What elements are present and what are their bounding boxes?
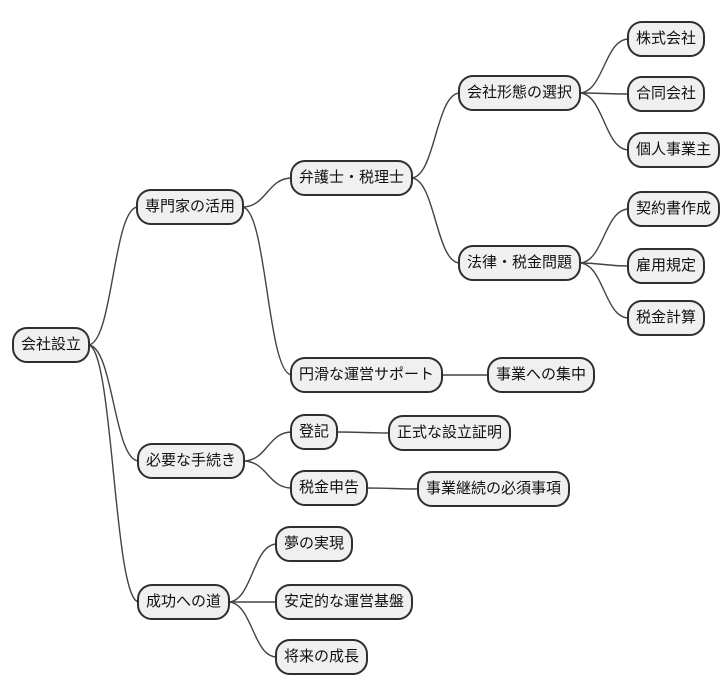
node-company-formation-root: 会社設立 xyxy=(12,327,91,363)
mindmap-edge xyxy=(578,262,630,267)
mindmap-edge xyxy=(242,460,293,489)
mindmap-edge xyxy=(578,92,630,151)
mindmap-edge xyxy=(87,206,139,346)
mindmap-edge xyxy=(578,38,630,94)
node-dream-realization: 夢の実現 xyxy=(275,526,354,562)
node-use-of-experts: 専門家の活用 xyxy=(136,189,245,225)
mindmap-edge xyxy=(242,431,293,462)
node-sole-proprietor: 個人事業主 xyxy=(627,132,721,168)
mindmap-edge xyxy=(578,92,630,95)
node-llc: 合同会社 xyxy=(627,76,706,112)
node-stable-operation-base: 安定的な運営基盤 xyxy=(275,584,414,620)
mindmap-edge xyxy=(87,344,140,462)
node-smooth-operation-support: 円滑な運営サポート xyxy=(290,357,444,393)
mindmap-edge xyxy=(410,92,461,179)
node-path-to-success: 成功への道 xyxy=(137,584,231,620)
mindmap-edge xyxy=(578,208,630,264)
node-employment-rules: 雇用規定 xyxy=(627,248,706,284)
node-lawyer-tax-accountant: 弁護士・税理士 xyxy=(290,160,414,196)
mindmap-edge xyxy=(365,487,420,490)
mindmap-edge xyxy=(410,177,461,264)
node-official-incorporation-proof: 正式な設立証明 xyxy=(388,415,512,451)
node-business-continuity-essentials: 事業継続の必須事項 xyxy=(417,471,571,507)
mindmap-edge xyxy=(227,543,278,603)
node-company-type-selection: 会社形態の選択 xyxy=(458,75,582,111)
mindmap-edge xyxy=(87,344,140,603)
mindmap-edge xyxy=(335,431,391,434)
mindmap-edge xyxy=(241,177,293,208)
mindmap-edge xyxy=(227,601,278,658)
node-tax-filing: 税金申告 xyxy=(290,470,369,506)
node-future-growth: 将来の成長 xyxy=(275,639,369,675)
node-legal-tax-issues: 法律・税金問題 xyxy=(458,245,582,281)
node-required-procedures: 必要な手続き xyxy=(137,443,246,479)
node-contract-drafting: 契約書作成 xyxy=(627,191,721,227)
node-stock-company: 株式会社 xyxy=(627,21,706,57)
mindmap-edge xyxy=(241,206,293,376)
node-focus-on-business: 事業への集中 xyxy=(487,357,596,393)
node-registration: 登記 xyxy=(290,414,339,450)
node-tax-calculation: 税金計算 xyxy=(627,300,706,336)
mindmap-edge xyxy=(578,262,630,319)
